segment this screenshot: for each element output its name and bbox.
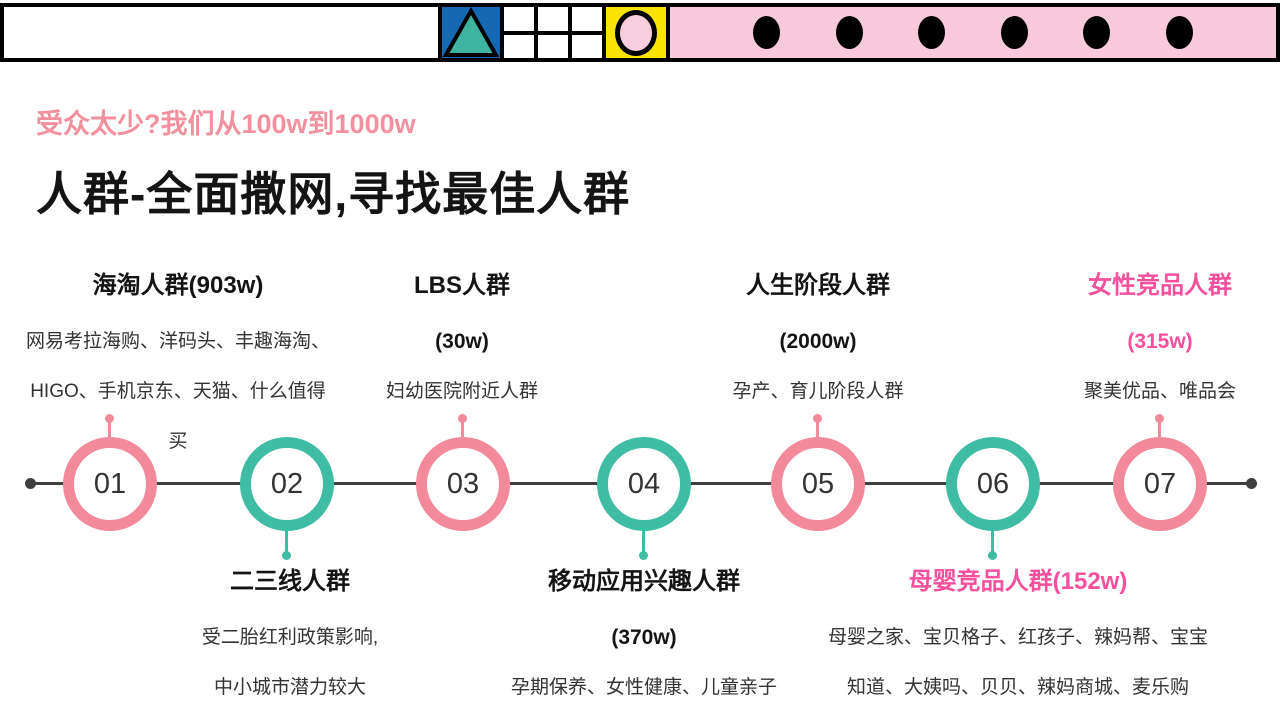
group-count: (2000w) xyxy=(779,330,857,353)
timeline-start-dot xyxy=(25,478,36,489)
group-desc-line: 受二胎红利政策影响, xyxy=(201,627,379,648)
group-desc-line: 母婴之家、宝贝格子、红孩子、辣妈帮、宝宝 xyxy=(827,627,1209,648)
dots-icon xyxy=(666,3,1280,62)
timeline-node-04: 04 xyxy=(597,437,691,531)
timeline-node-07: 07 xyxy=(1113,437,1207,531)
circle-icon xyxy=(615,9,657,56)
group-title: 移动应用兴趣人群 xyxy=(547,568,740,595)
group-female-competitor: 女性竞品人群 (315w) 聚美优品、唯品会 xyxy=(1084,270,1236,406)
slide-subtitle: 受众太少?我们从100w到1000w xyxy=(36,109,416,139)
node-number: 06 xyxy=(976,467,1010,500)
node-number: 04 xyxy=(627,467,661,500)
timeline-stem-04 xyxy=(642,530,645,554)
group-mother-baby-competitor: 母婴竞品人群(152w) 母婴之家、宝贝格子、红孩子、辣妈帮、宝宝 知道、大姨吗… xyxy=(828,566,1208,702)
group-desc-line: HIGO、手机京东、天猫、什么值得 xyxy=(30,381,326,402)
timeline-stem-03 xyxy=(461,421,464,438)
timeline-stem-dot-04 xyxy=(639,551,648,560)
timeline-stem-dot-06 xyxy=(988,551,997,560)
group-life-stage: 人生阶段人群 (2000w) 孕产、育儿阶段人群 xyxy=(732,270,903,406)
group-title: 母婴竞品人群(152w) xyxy=(908,568,1128,595)
node-number: 03 xyxy=(446,467,480,500)
group-title: 二三线人群 xyxy=(230,568,350,595)
group-title: 海淘人群(903w) xyxy=(92,272,264,299)
timeline-node-06: 06 xyxy=(946,437,1040,531)
timeline-stem-dot-05 xyxy=(813,414,822,423)
node-number: 02 xyxy=(270,467,304,500)
group-desc-line: 聚美优品、唯品会 xyxy=(1083,381,1237,402)
dot xyxy=(918,16,946,49)
group-tier23-cities: 二三线人群 受二胎红利政策影响, 中小城市潜力较大 xyxy=(202,566,378,702)
group-count: (315w) xyxy=(1127,330,1193,353)
triangle-icon xyxy=(442,7,500,57)
group-count: (30w) xyxy=(435,330,489,353)
node-number: 01 xyxy=(93,467,127,500)
timeline-stem-07 xyxy=(1158,421,1161,438)
page-title: 人群-全面撒网,寻找最佳人群 xyxy=(36,168,631,220)
timeline-stem-dot-01 xyxy=(105,414,114,423)
group-desc-line: 知道、大姨吗、贝贝、辣妈商城、麦乐购 xyxy=(846,677,1190,698)
group-lbs: LBS人群 (30w) 妇幼医院附近人群 xyxy=(386,270,538,406)
dot xyxy=(1083,16,1111,49)
top-banner xyxy=(0,3,1280,62)
group-desc-line: 妇幼医院附近人群 xyxy=(385,381,539,402)
timeline-stem-dot-07 xyxy=(1155,414,1164,423)
group-desc-line: 中小城市潜力较大 xyxy=(213,677,366,698)
timeline-stem-02 xyxy=(285,530,288,554)
group-desc-line: 买 xyxy=(168,431,188,452)
group-title: LBS人群 xyxy=(413,272,510,299)
dot xyxy=(835,16,863,49)
node-number: 05 xyxy=(801,467,835,500)
dot xyxy=(1165,16,1193,49)
timeline-stem-06 xyxy=(991,530,994,554)
timeline-node-01: 01 xyxy=(63,437,157,531)
group-count: (370w) xyxy=(611,626,677,649)
timeline-stem-05 xyxy=(816,421,819,438)
banner-white-box xyxy=(0,3,442,62)
timeline-end-dot xyxy=(1246,478,1257,489)
timeline-node-02: 02 xyxy=(240,437,334,531)
timeline-node-05: 05 xyxy=(771,437,865,531)
group-title: 人生阶段人群 xyxy=(745,272,890,299)
timeline-stem-dot-02 xyxy=(282,551,291,560)
grid-icon xyxy=(500,3,606,62)
banner-yellow-box xyxy=(602,3,670,62)
group-desc-line: 孕产、育儿阶段人群 xyxy=(732,381,904,402)
group-haitao: 海淘人群(903w) 网易考拉海购、洋码头、丰趣海淘、 HIGO、手机京东、天猫… xyxy=(26,270,330,456)
timeline-node-03: 03 xyxy=(416,437,510,531)
group-desc-line: 孕期保养、女性健康、儿童亲子 xyxy=(510,677,778,698)
dot xyxy=(1000,16,1028,49)
timeline-stem-01 xyxy=(108,421,111,438)
node-number: 07 xyxy=(1143,467,1177,500)
group-desc-line: 网易考拉海购、洋码头、丰趣海淘、 xyxy=(25,331,331,352)
dot xyxy=(753,16,781,49)
group-mobile-app-interest: 移动应用兴趣人群 (370w) 孕期保养、女性健康、儿童亲子 xyxy=(511,566,777,702)
banner-blue-box xyxy=(438,3,504,62)
group-title: 女性竞品人群 xyxy=(1087,272,1232,299)
timeline-stem-dot-03 xyxy=(458,414,467,423)
